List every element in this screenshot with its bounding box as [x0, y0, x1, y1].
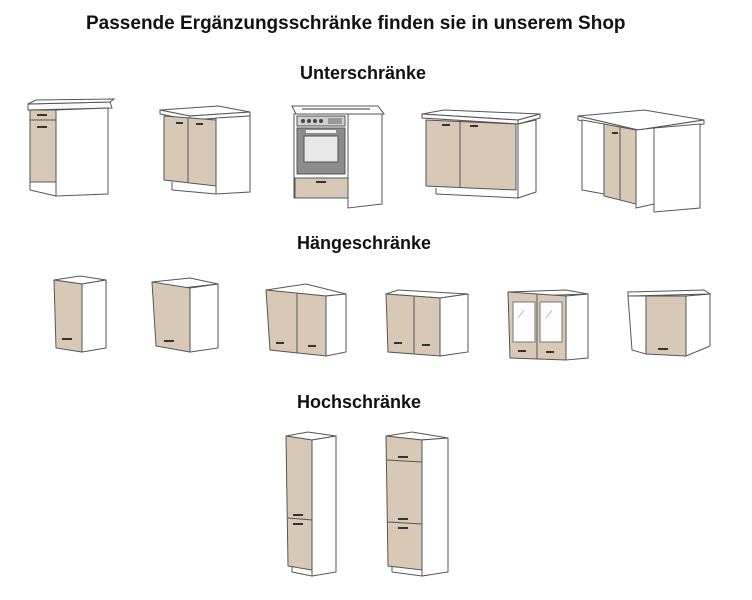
wall-cabinet-corner-image[interactable] [624, 288, 712, 360]
section-heading-unterschraenke: Unterschränke [300, 63, 427, 83]
tall-cabinet-single-image[interactable] [282, 430, 338, 580]
page-title: Passende Ergänzungsschränke finden sie i… [86, 13, 626, 34]
base-cabinet-wide-image[interactable] [420, 108, 544, 204]
wall-cabinet-glass-door-image[interactable] [506, 288, 590, 364]
wall-cabinet-narrow-image[interactable] [52, 275, 108, 354]
base-cabinet-two-door-image[interactable] [158, 104, 252, 198]
section-heading-hochschraenke: Hochschränke [297, 392, 422, 412]
section-heading-haengeschraenke: Hängeschränke [297, 233, 432, 253]
base-cabinet-corner-image[interactable] [574, 108, 708, 218]
wall-cabinet-single-door-image[interactable] [150, 277, 220, 354]
wall-cabinet-two-door-image[interactable] [264, 283, 348, 358]
base-cabinet-oven-image[interactable] [290, 102, 386, 212]
tall-cabinet-multi-door-image[interactable] [382, 430, 452, 580]
base-cabinet-drawer-image[interactable] [26, 98, 118, 200]
wall-cabinet-wide-image[interactable] [384, 289, 470, 358]
